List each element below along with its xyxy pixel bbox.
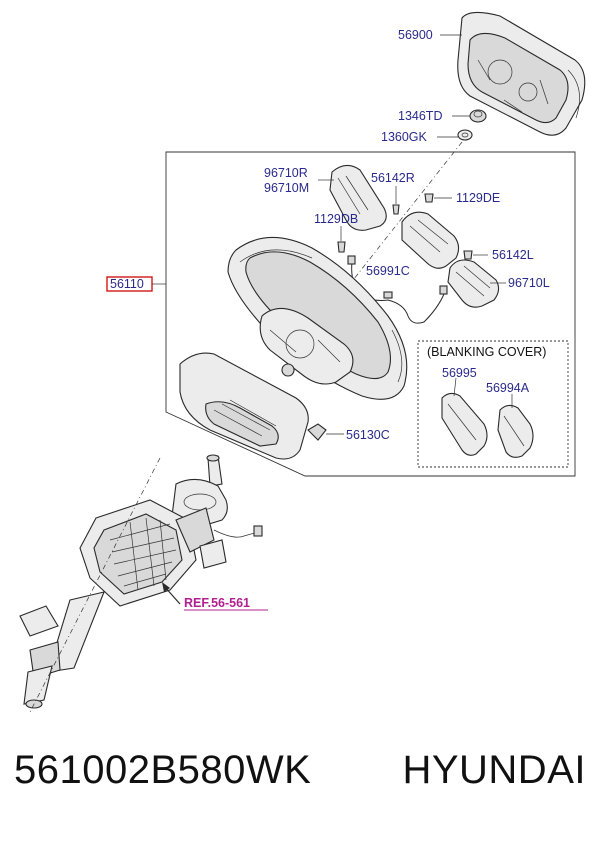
label-ref[interactable]: REF.56-561 bbox=[184, 596, 250, 610]
footer: 561002B580WK HYUNDAI bbox=[0, 748, 600, 828]
ref-arrow bbox=[162, 582, 181, 605]
screw-left[interactable] bbox=[463, 250, 473, 260]
label-remote-l: 96710L bbox=[508, 276, 550, 290]
label-remote-r: 96710R bbox=[264, 166, 308, 180]
label-bolt-de: 1129DE bbox=[456, 191, 500, 205]
label-nut: 1346TD bbox=[398, 109, 442, 123]
label-airbag: 56900 bbox=[398, 28, 433, 42]
label-blanking-title: (BLANKING COVER) bbox=[427, 345, 546, 359]
label-bolt-db: 1129DB bbox=[314, 212, 358, 226]
airbag-module[interactable] bbox=[457, 11, 586, 136]
part-number: 561002B580WK bbox=[14, 748, 312, 792]
blanking-cover-box bbox=[417, 340, 569, 468]
blanking-cover-right[interactable] bbox=[441, 392, 488, 456]
label-screw-l: 56142L bbox=[492, 248, 534, 262]
bolt-db[interactable] bbox=[337, 241, 346, 253]
label-washer: 1360GK bbox=[381, 130, 428, 144]
washer-part[interactable] bbox=[457, 129, 473, 141]
bolt-de[interactable] bbox=[424, 193, 434, 203]
label-assembly: 56110 bbox=[110, 277, 144, 291]
blanking-cover-left[interactable] bbox=[497, 404, 534, 458]
remote-switch-right[interactable] bbox=[329, 164, 387, 231]
label-screw-r: 56142R bbox=[371, 171, 415, 185]
nut-part[interactable] bbox=[469, 109, 487, 123]
label-remote-m: 96710M bbox=[264, 181, 309, 195]
label-lower-cover: 56130C bbox=[346, 428, 390, 442]
steering-column[interactable] bbox=[19, 454, 263, 709]
steering-wheel-rim[interactable] bbox=[227, 236, 408, 400]
label-blank-r: 56995 bbox=[442, 366, 477, 380]
remote-switch-left[interactable] bbox=[447, 259, 500, 308]
assembly-frame bbox=[165, 151, 576, 477]
remote-switch-body[interactable] bbox=[401, 211, 460, 269]
lower-cover[interactable] bbox=[179, 352, 327, 460]
label-harness: 56991C bbox=[366, 264, 410, 278]
label-blank-l: 56994A bbox=[486, 381, 530, 395]
screw-right[interactable] bbox=[392, 204, 400, 215]
leader-blank-r bbox=[453, 377, 457, 397]
brand-name: HYUNDAI bbox=[402, 748, 586, 792]
